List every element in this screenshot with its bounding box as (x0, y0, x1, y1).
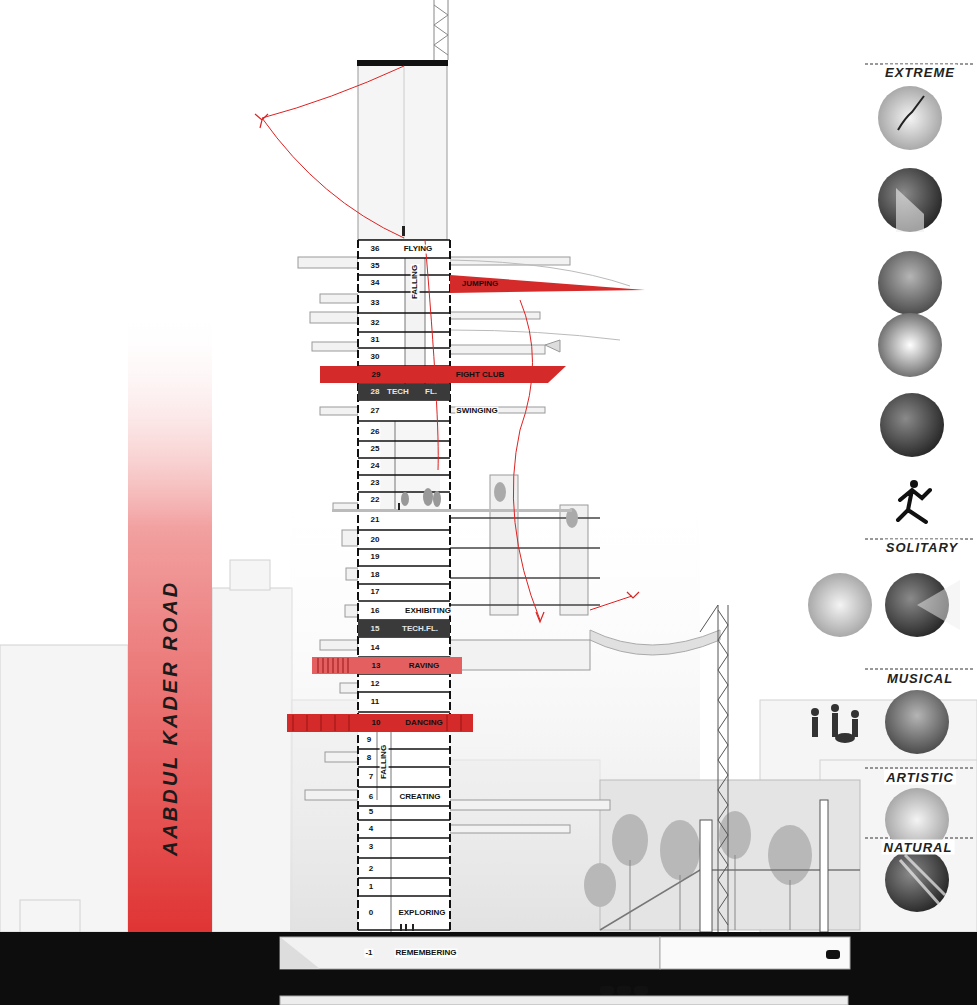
floor-slab (358, 239, 450, 241)
band-label: 29 (372, 370, 381, 379)
floor-slab (358, 711, 450, 713)
category-heading: NATURAL (882, 840, 955, 855)
floor-number: 0 (368, 909, 374, 918)
floor-number: 35 (370, 262, 381, 271)
band-label: FL. (425, 388, 437, 397)
floor-number: 6 (368, 793, 374, 802)
floor-number: 31 (370, 336, 381, 345)
floor-slab (358, 837, 450, 839)
band-shape (320, 366, 566, 383)
floor-number: 33 (370, 299, 381, 308)
road-band: AABDUL KADER ROAD (128, 310, 212, 932)
floor-number: 22 (370, 496, 381, 505)
floor-number: 11 (370, 698, 380, 707)
activity-band: 10 DANCING (287, 714, 473, 732)
band-label: TECH (387, 388, 409, 397)
floor-number: -1 (364, 949, 373, 958)
floor-number: 26 (370, 428, 381, 437)
tech-floor: 15 TECH.FL. (358, 620, 450, 637)
floor-number: 32 (370, 319, 381, 328)
floor-number: 18 (370, 571, 381, 580)
floor-slab (358, 691, 450, 693)
floor-number: 1 (368, 883, 374, 892)
floor-number: 20 (370, 536, 381, 545)
floor-slab (358, 440, 450, 442)
band-label: DANCING (405, 719, 442, 728)
floor-slab (358, 257, 450, 259)
floor-number: 12 (370, 680, 381, 689)
floor-slab (358, 929, 450, 931)
category-heading: MUSICAL (885, 671, 955, 686)
band-label: 13 (372, 661, 381, 670)
category-heading: EXTREME (883, 65, 957, 80)
floor-number: 7 (368, 773, 374, 782)
floor-number: 21 (370, 516, 381, 525)
floor-slab (358, 877, 450, 879)
floor-number: 4 (368, 825, 374, 834)
activity-wedge: JUMPING (450, 275, 645, 293)
floor-slab (358, 274, 450, 276)
activity-label: FALLING (411, 264, 420, 300)
floor-number: 17 (370, 588, 381, 597)
floor-number: 34 (370, 279, 381, 288)
band-label: TECH.FL. (402, 624, 438, 633)
band-label: 15 (371, 624, 380, 633)
band-label: 10 (372, 719, 381, 728)
floor-slab (358, 600, 450, 602)
activity-label: FLYING (403, 245, 434, 254)
band-label: 28 (371, 388, 380, 397)
floor-slab (358, 548, 450, 550)
floor-number: 19 (370, 553, 381, 562)
floor-number: 27 (370, 407, 381, 416)
floor-slab (358, 565, 450, 567)
floor-number: 23 (370, 479, 381, 488)
floor-number: 30 (370, 353, 381, 362)
tech-floor: 28 TECH FL. (358, 384, 450, 400)
band-label: FIGHT CLUB (456, 370, 504, 379)
band-label: RAVING (409, 661, 440, 670)
floor-slab (358, 312, 450, 314)
floor-slab (358, 786, 450, 788)
floor-slab (358, 748, 450, 750)
floor-number: 8 (366, 754, 372, 763)
floor-slab (358, 819, 450, 821)
floor-number: 14 (370, 644, 381, 653)
floor-number: 5 (368, 808, 374, 817)
floor-number: 9 (366, 736, 372, 745)
floor-slab (358, 857, 450, 859)
floor-number: 2 (368, 865, 374, 874)
floor-number: 24 (370, 462, 381, 471)
floor-number: 16 (370, 607, 381, 616)
floor-slab (358, 331, 450, 333)
band-label: AABDUL KADER ROAD (159, 580, 182, 856)
activity-label: EXPLORING (397, 909, 446, 918)
floor-slab (358, 895, 450, 897)
activity-band: 13 RAVING (312, 657, 462, 674)
floor-slab (358, 347, 450, 349)
activity-label: SWINGING (455, 407, 498, 416)
band-label: JUMPING (462, 280, 498, 289)
floor-slab (358, 474, 450, 476)
activity-label: EXHIBITING (404, 607, 452, 616)
floor-slab (358, 583, 450, 585)
floor-slab (358, 805, 450, 807)
floor-slab (358, 529, 450, 531)
floor-slab (358, 420, 450, 422)
activity-band: 29 FIGHT CLUB (320, 366, 566, 383)
category-heading: SOLITARY (884, 540, 961, 555)
activity-label: REMEMBERING (395, 949, 458, 958)
floor-number: 36 (370, 245, 381, 254)
band-shape (312, 657, 462, 674)
floor-slab (358, 457, 450, 459)
floor-number: 25 (370, 445, 381, 454)
floor-number: 3 (368, 843, 374, 852)
activity-label: CREATING (398, 793, 441, 802)
category-heading: ARTISTIC (884, 770, 956, 785)
floor-slab (358, 291, 450, 293)
activity-label: FALLING (380, 744, 389, 780)
floor-slab (358, 766, 450, 768)
